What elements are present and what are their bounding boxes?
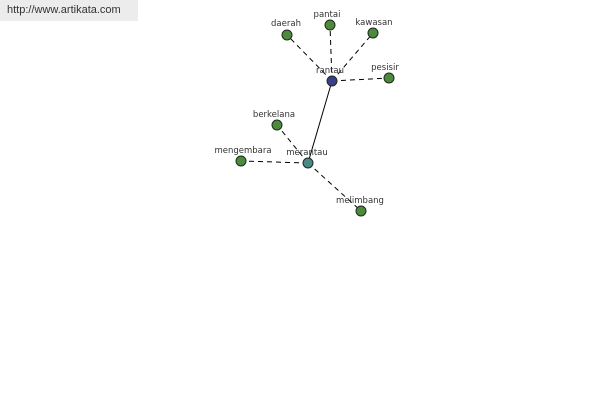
node-label-daerah[interactable]: daerah: [271, 19, 301, 29]
node-label-melimbang[interactable]: melimbang: [336, 196, 384, 206]
node-label-berkelana[interactable]: berkelana: [253, 110, 295, 120]
node-berkelana[interactable]: berkelana: [253, 110, 295, 131]
edge-merantau-berkelana: [276, 124, 309, 164]
edge-merantau-mengembara: [240, 160, 309, 164]
node-label-pantai[interactable]: pantai: [314, 10, 341, 20]
node-circle-pantai[interactable]: [324, 19, 336, 31]
node-circle-daerah[interactable]: [281, 29, 293, 41]
node-circle-berkelana[interactable]: [271, 119, 283, 131]
node-label-rantau[interactable]: rantau: [316, 66, 344, 76]
node-pantai[interactable]: pantai: [314, 10, 341, 31]
node-melimbang[interactable]: melimbang: [336, 196, 384, 217]
node-mengembara[interactable]: mengembara: [214, 146, 272, 167]
edge-merantau-melimbang: [307, 162, 362, 212]
node-circle-rantau[interactable]: [326, 75, 338, 87]
node-merantau[interactable]: merantau: [286, 148, 328, 169]
source-url[interactable]: http://www.artikata.com: [0, 0, 138, 21]
edge-rantau-pantai: [329, 24, 333, 82]
node-rantau[interactable]: rantau: [316, 66, 344, 87]
node-label-merantau[interactable]: merantau: [286, 148, 328, 158]
node-circle-melimbang[interactable]: [355, 205, 367, 217]
edge-rantau-pesisir: [331, 77, 390, 82]
node-circle-kawasan[interactable]: [367, 27, 379, 39]
node-daerah[interactable]: daerah: [271, 19, 301, 41]
node-pesisir[interactable]: pesisir: [371, 63, 399, 84]
edge-rantau-merantau: [307, 80, 333, 164]
node-kawasan[interactable]: kawasan: [355, 18, 393, 39]
edge-rantau-kawasan: [331, 32, 374, 82]
node-label-pesisir[interactable]: pesisir: [371, 63, 399, 73]
node-circle-mengembara[interactable]: [235, 155, 247, 167]
node-circle-pesisir[interactable]: [383, 72, 395, 84]
node-label-mengembara[interactable]: mengembara: [214, 146, 271, 156]
graph-nodes: rantau merantau daerah pantai kawasan pesisir…: [214, 10, 399, 217]
node-label-kawasan[interactable]: kawasan: [355, 18, 392, 28]
node-circle-merantau[interactable]: [302, 157, 314, 169]
graph-edges: [240, 24, 390, 212]
edge-rantau-daerah: [286, 34, 333, 82]
